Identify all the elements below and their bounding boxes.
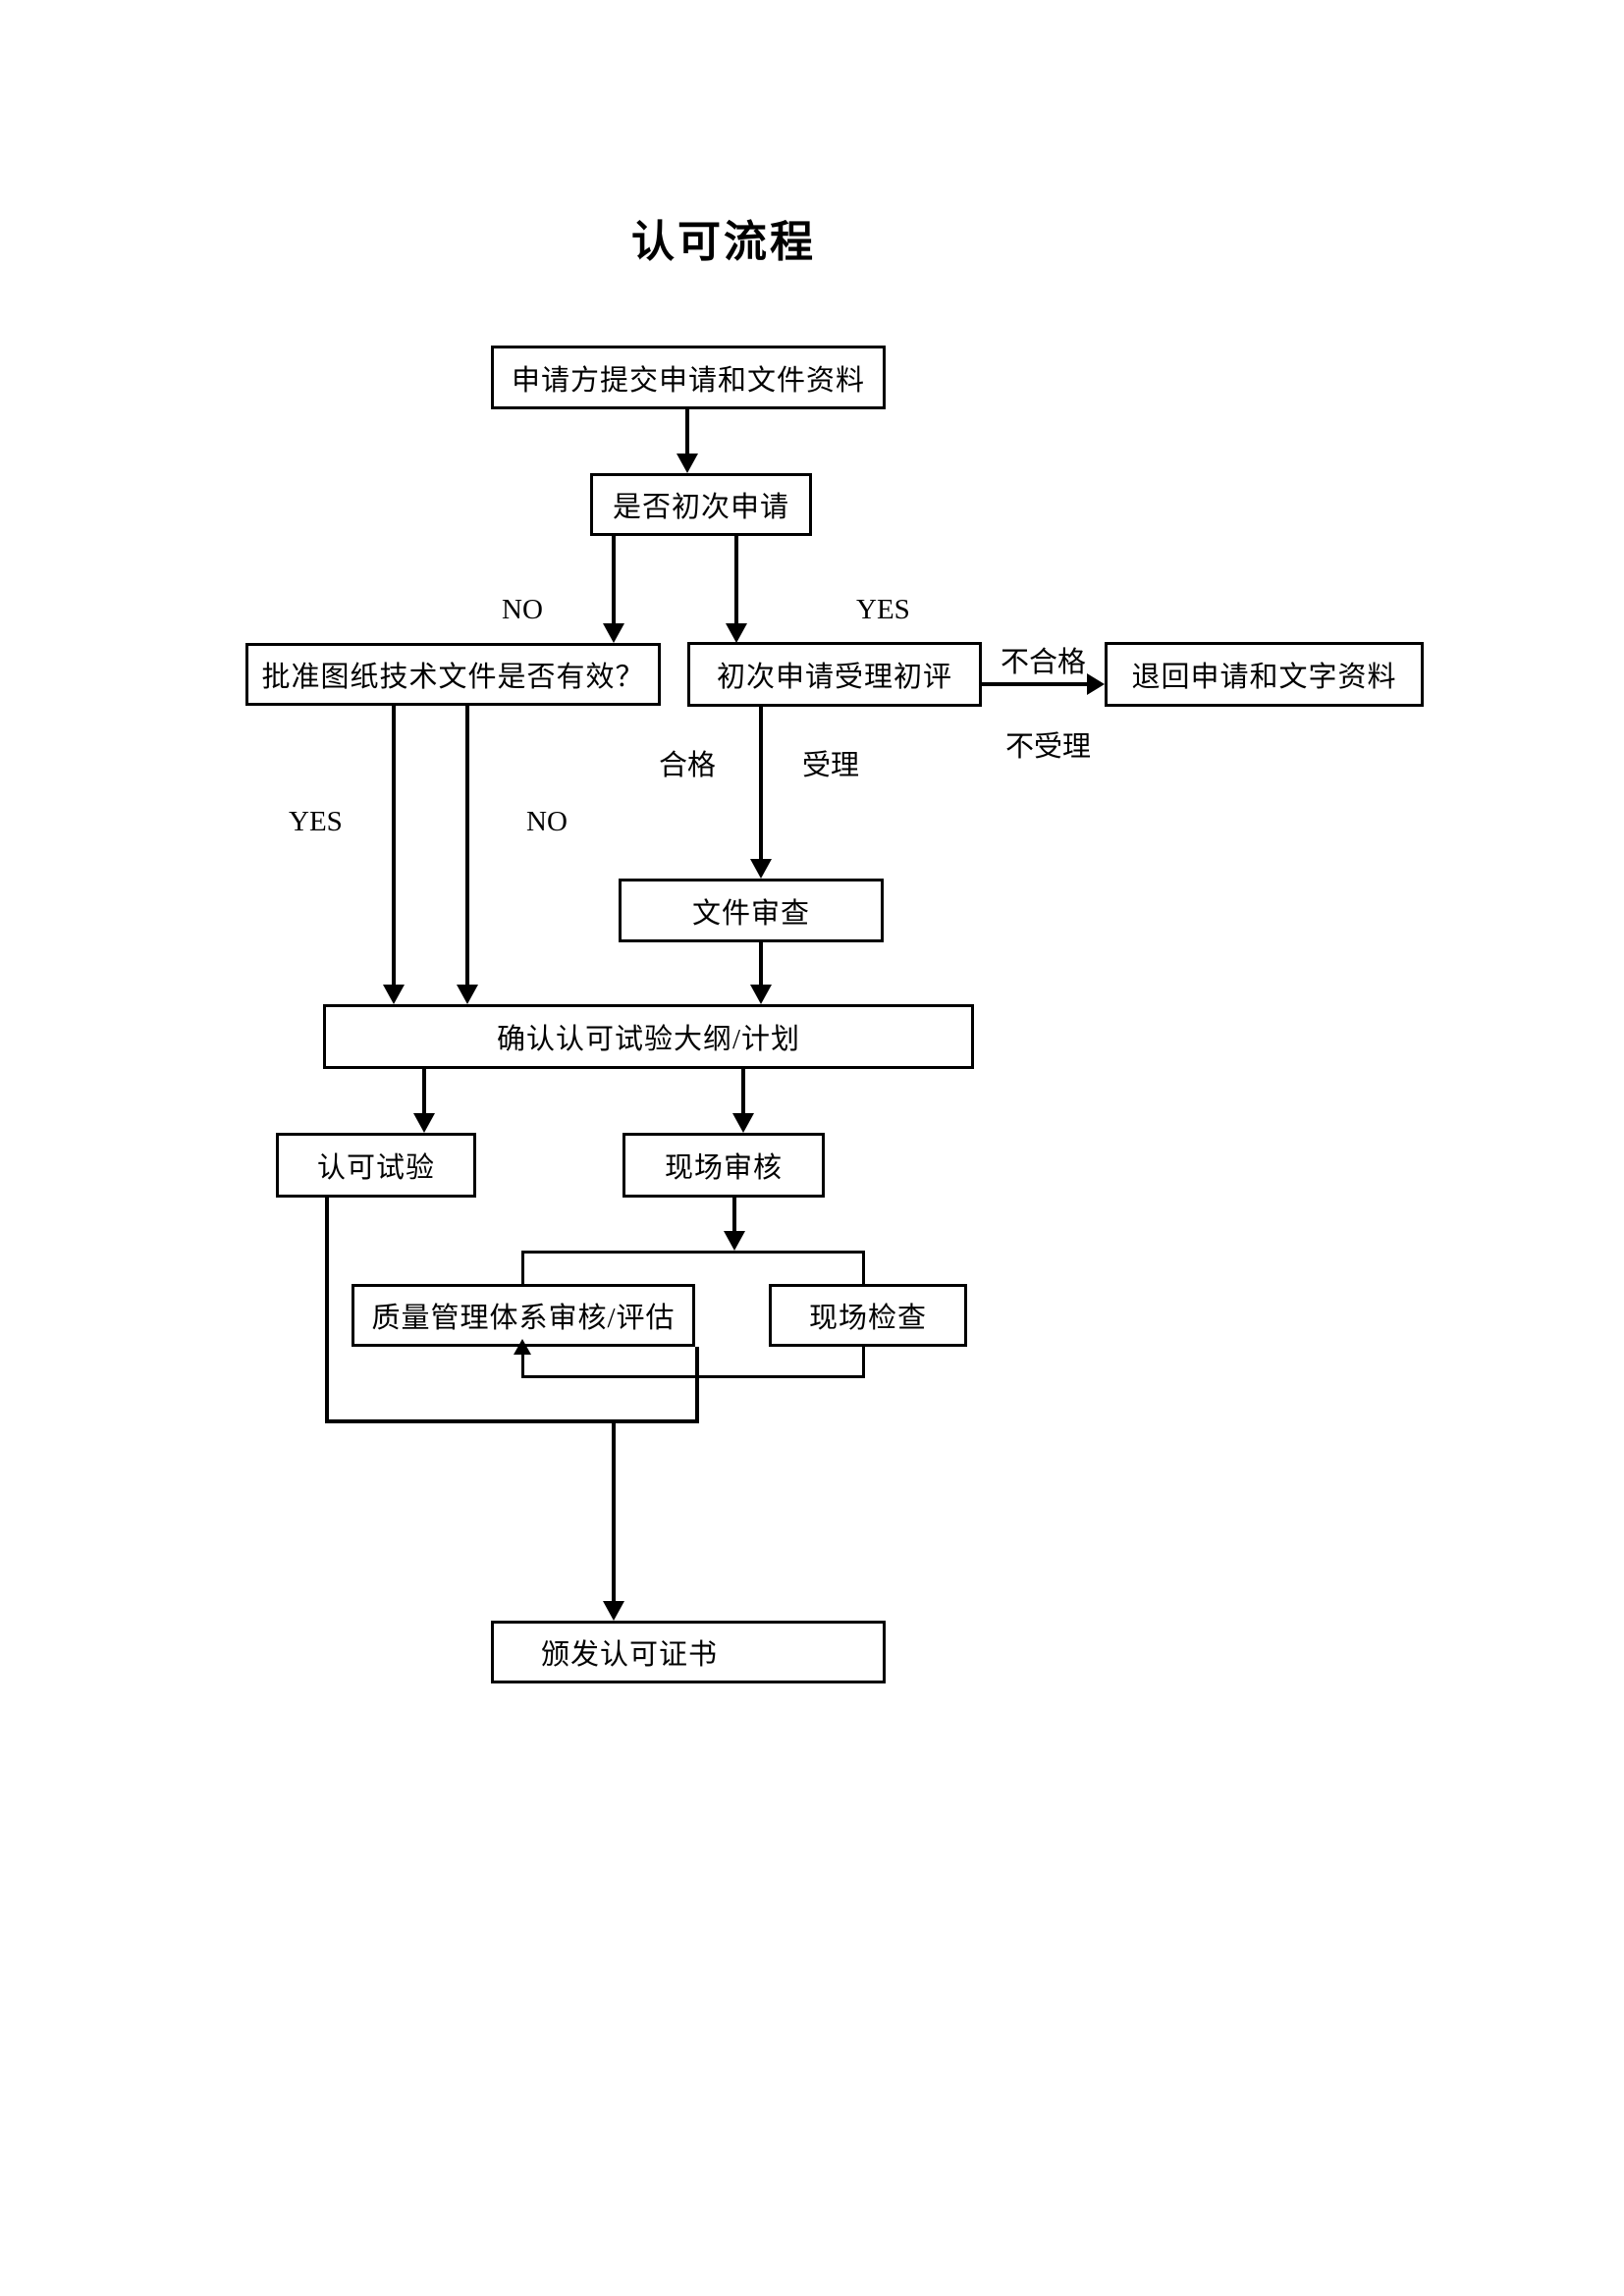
node-document-review: 文件审查 [619,879,884,942]
label-unqualified: 不合格 [1001,647,1087,678]
node-issue-certificate: 颁发认可证书 [491,1621,886,1683]
label-drawings-no: NO [526,806,568,837]
node-initial-evaluation: 初次申请受理初评 [687,642,982,707]
node-first-time-question: 是否初次申请 [590,473,812,536]
arrow-collector-to-certificate [612,1419,616,1601]
label-not-accepted: 不受理 [1005,731,1092,763]
line-accred-test-down [325,1198,329,1423]
arrow-confirm-to-accred-test [422,1069,426,1113]
node-site-inspection: 现场检查 [769,1284,967,1347]
arrow-submit-to-first-time [685,409,689,454]
arrow-confirm-to-onsite-audit [741,1069,745,1113]
label-accepted: 受理 [802,750,860,781]
line-collector [325,1419,699,1423]
node-onsite-audit: 现场审核 [623,1133,825,1198]
label-first-time-no: NO [502,594,543,625]
arrow-first-time-no-branch [612,536,616,623]
arrow-initial-eval-to-return [982,682,1087,686]
arrow-initial-eval-to-doc-review [759,707,763,859]
arrow-first-time-yes-branch [734,536,738,623]
page-title: 认可流程 [631,218,816,266]
node-submit-application: 申请方提交申请和文件资料 [491,346,886,409]
node-accreditation-test: 认可试验 [276,1133,476,1198]
arrowhead-up-into-qms-audit [514,1339,531,1355]
label-first-time-yes: YES [856,594,910,625]
node-confirm-test-outline: 确认认可试验大纲/计划 [323,1004,974,1069]
node-drawings-valid-question: 批准图纸技术文件是否有效？ [245,643,661,706]
node-qms-audit: 质量管理体系审核/评估 [352,1284,695,1347]
label-drawings-yes: YES [289,806,343,837]
label-qualified: 合格 [659,750,717,781]
arrow-drawings-no-to-confirm [465,706,469,985]
node-return-application: 退回申请和文字资料 [1105,642,1424,707]
line-qms-audit-down [695,1347,699,1423]
arrow-onsite-audit-to-group [732,1198,736,1231]
arrow-doc-review-to-confirm [759,942,763,985]
arrow-drawings-yes-to-confirm [392,706,396,985]
